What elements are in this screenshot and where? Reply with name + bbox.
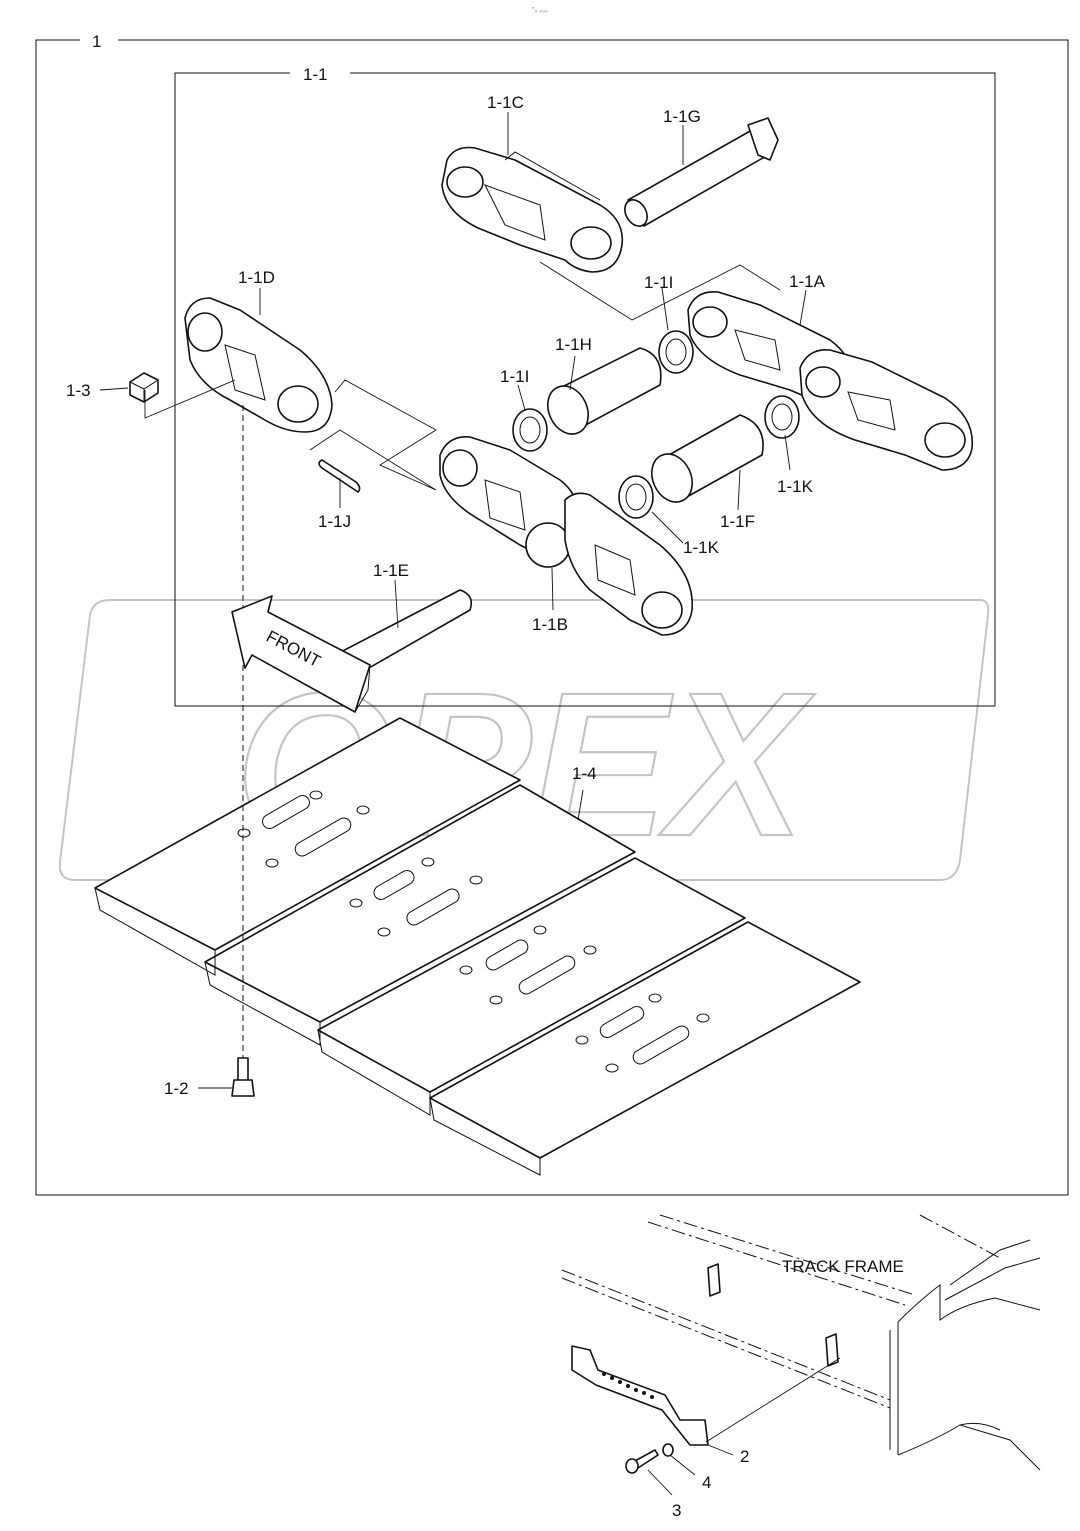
- callout-1-4: 1-4: [572, 764, 597, 783]
- bolt-1-2: [231, 1057, 255, 1097]
- callout-1-2: 1-2: [164, 1079, 189, 1098]
- assembly-guide-left: [309, 379, 437, 491]
- link-1-1A: [687, 291, 974, 471]
- callout-1-1K-mid: 1-1K: [683, 538, 720, 557]
- nut-1-3: [129, 372, 159, 403]
- callout-4: 4: [702, 1473, 711, 1492]
- track-guard-2: [571, 1345, 709, 1446]
- callout-1-1H: 1-1H: [555, 335, 592, 354]
- group-box-1: [35, 39, 1069, 1196]
- group-box-1-1: [174, 72, 996, 707]
- callout-1-1J: 1-1J: [318, 512, 351, 531]
- track-shoes-1-4: [94, 717, 861, 1176]
- callout-2: 2: [740, 1447, 749, 1466]
- bushing-1-1F: [650, 414, 764, 503]
- assembly-guide-upper: [539, 261, 781, 321]
- group-label-1: 1: [92, 32, 101, 51]
- seal-1-1K-mid: [618, 475, 654, 519]
- bolt-3: [625, 1449, 659, 1474]
- callout-leaders-lower: [647, 1357, 841, 1496]
- pin-1-1G: [624, 117, 779, 227]
- group-label-1-1: 1-1: [303, 65, 328, 84]
- callout-1-1A: 1-1A: [789, 272, 826, 291]
- link-1-1B: [439, 436, 693, 636]
- link-1-1D: [184, 297, 333, 433]
- link-1-1C: [441, 146, 624, 273]
- callout-1-1I-top: 1-1I: [644, 273, 673, 292]
- bushing-1-1H: [546, 347, 662, 435]
- callout-1-1C: 1-1C: [487, 93, 524, 112]
- track-frame: TRACK FRAME: [561, 1214, 1041, 1471]
- seal-1-1I-top: [658, 330, 694, 374]
- callout-1-1K-right: 1-1K: [777, 477, 814, 496]
- callout-leaders: [99, 112, 807, 1089]
- callout-1-1B: 1-1B: [532, 615, 568, 634]
- cotter-pin-1-1J: [318, 459, 361, 493]
- callout-1-3: 1-3: [66, 381, 91, 400]
- track-frame-label: TRACK FRAME: [782, 1257, 904, 1276]
- callout-1-1G: 1-1G: [663, 107, 701, 126]
- seal-1-1K-right: [764, 395, 800, 439]
- callout-1-1D: 1-1D: [238, 268, 275, 287]
- callout-1-1F: 1-1F: [720, 512, 755, 531]
- washer-4: [662, 1443, 674, 1457]
- callout-3: 3: [672, 1501, 681, 1520]
- seal-1-1I-left: [512, 408, 548, 452]
- header-mark: "₀ ₀₀₀: [532, 7, 548, 14]
- callout-1-1E: 1-1E: [373, 561, 409, 580]
- callout-1-1I-left: 1-1I: [500, 367, 529, 386]
